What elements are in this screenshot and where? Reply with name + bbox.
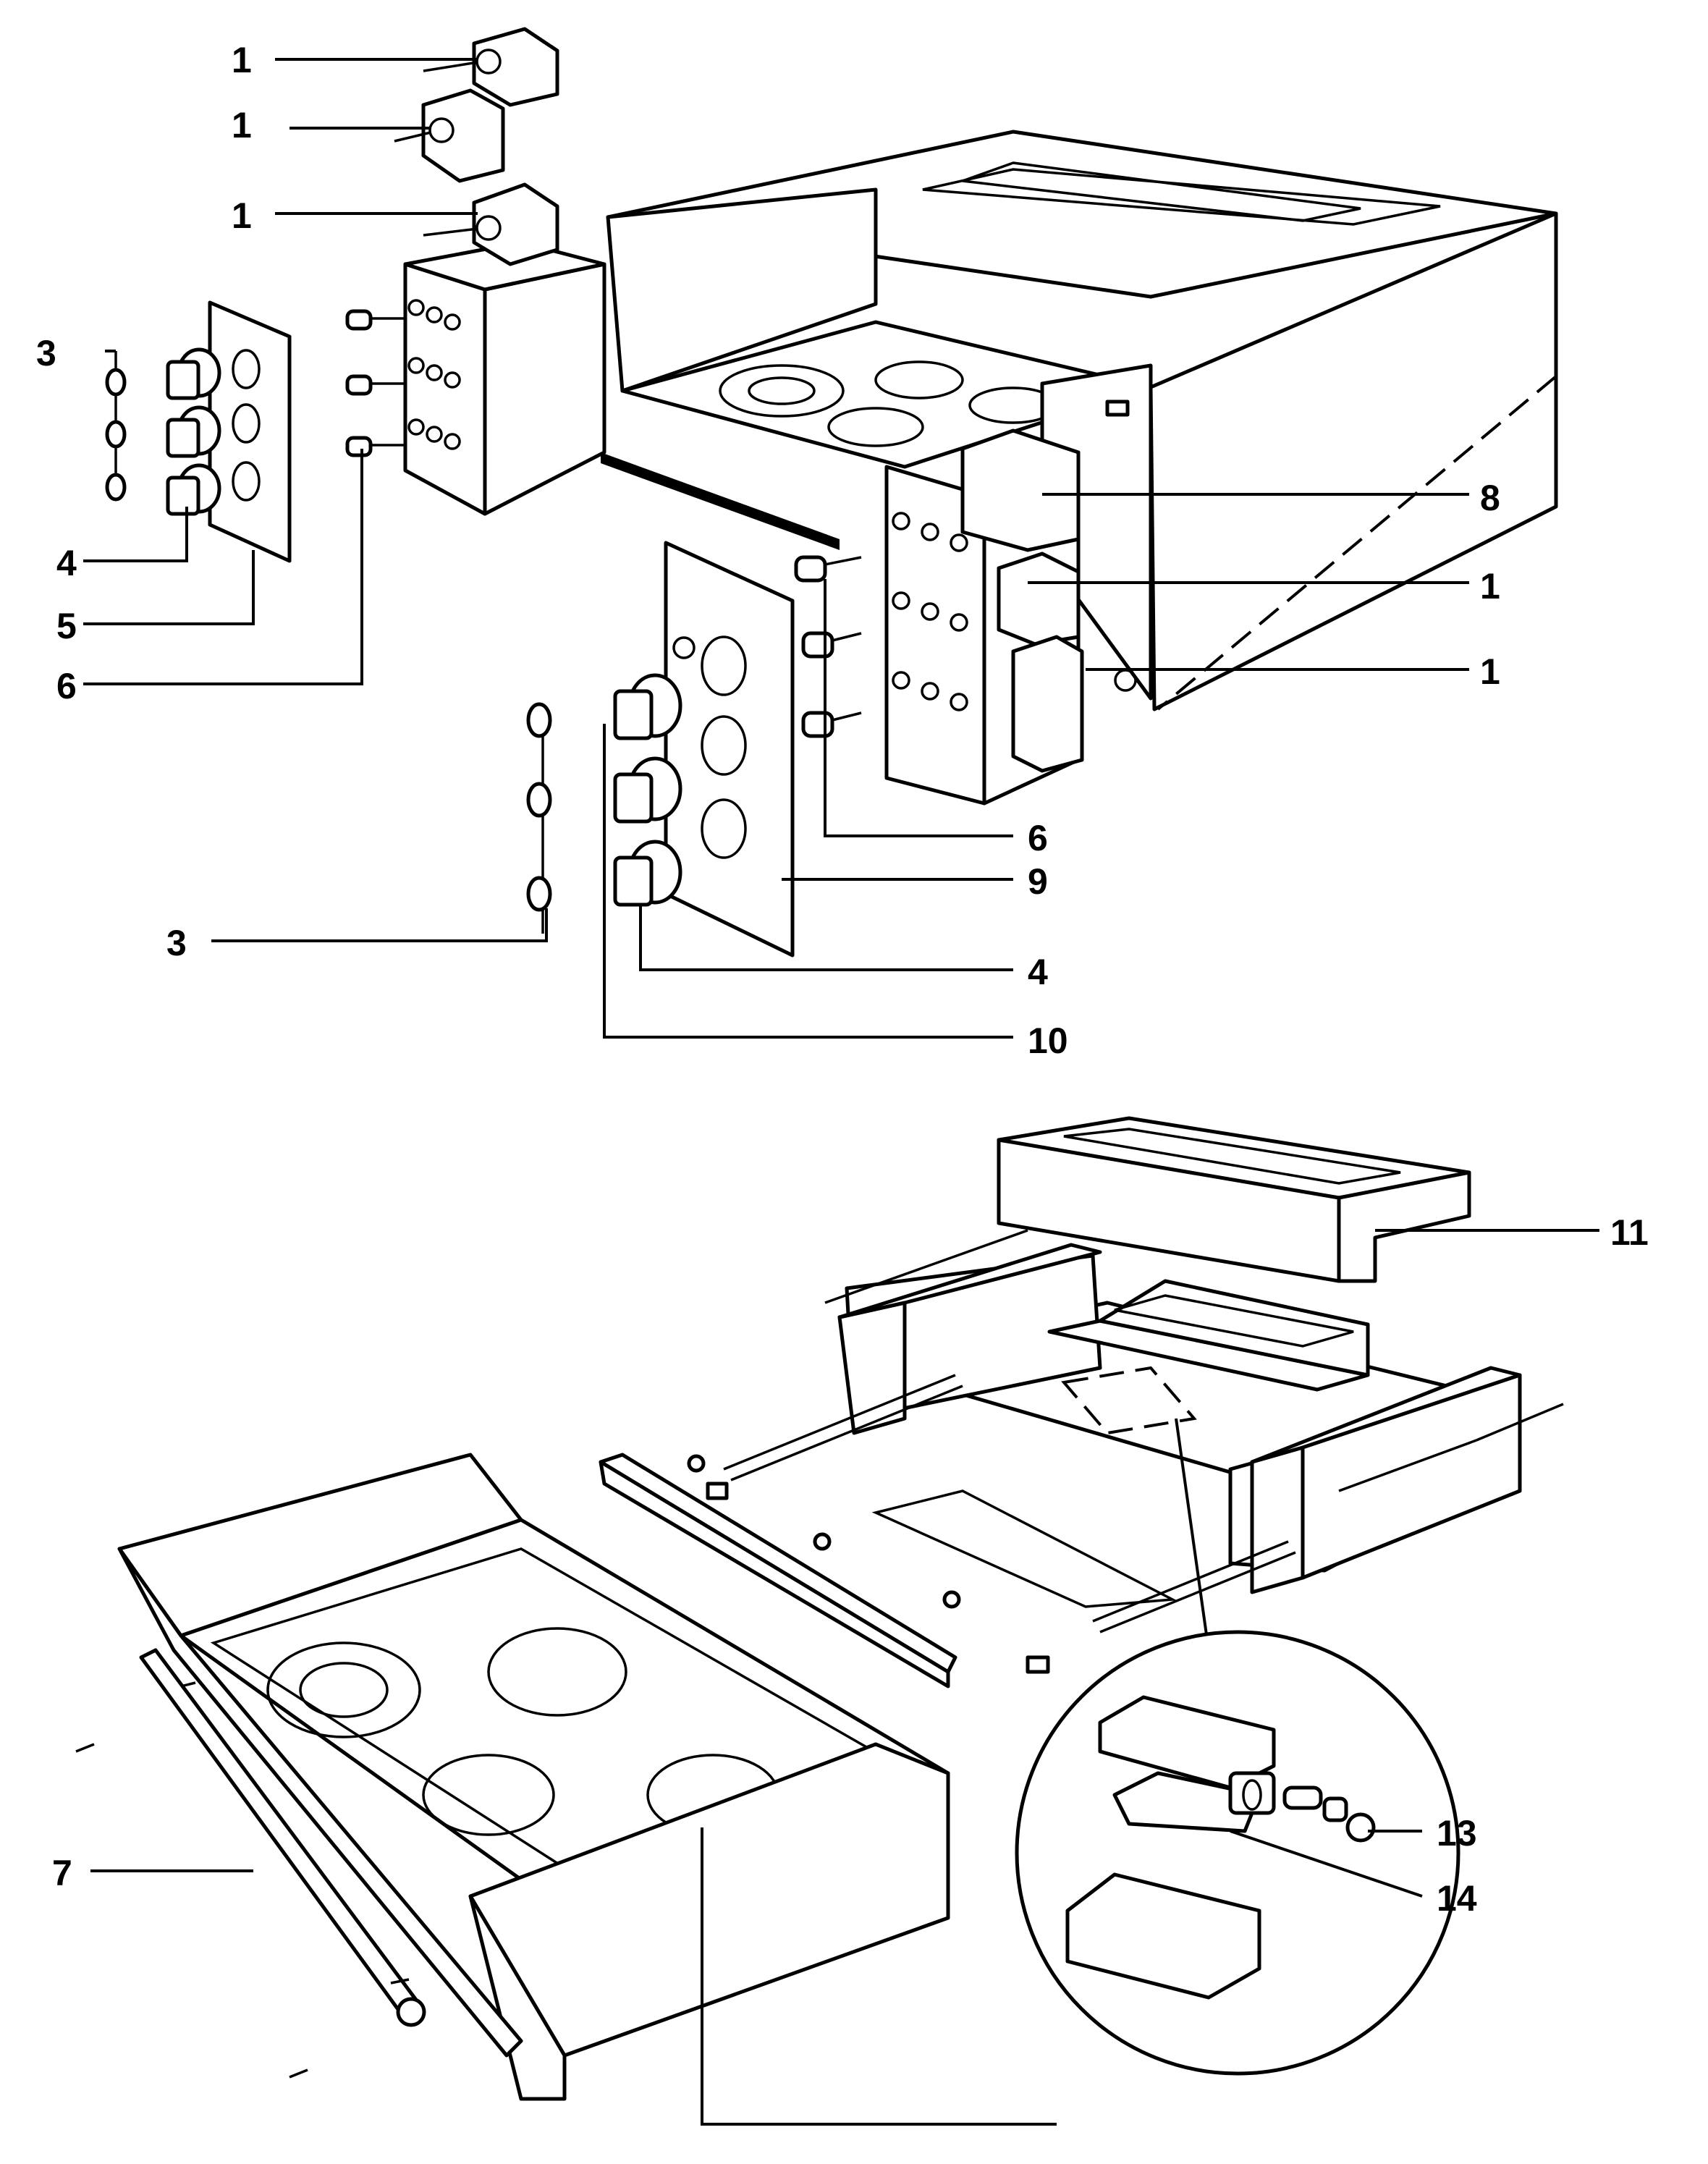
energy-regulator-top-1 (423, 27, 559, 107)
right-knob-rings (526, 702, 552, 934)
callout-label: 3 (36, 333, 56, 373)
right-regulator-bottom (1011, 635, 1084, 773)
left-spindle-extensions (345, 309, 405, 457)
hob-top-tray (117, 1453, 950, 2101)
callout-label: 8 (1480, 478, 1500, 518)
callout-label: 9 (1028, 861, 1048, 902)
right-regulator-mid (997, 551, 1081, 646)
callout-label: 10 (1028, 1020, 1068, 1061)
left-switch-box (403, 240, 606, 516)
callout-label: 5 (56, 606, 77, 646)
callout-label: 11 (1610, 1212, 1649, 1253)
callout-label: 4 (56, 543, 77, 583)
callout-label: 6 (56, 666, 77, 706)
right-spindle-extensions (794, 555, 862, 738)
callout-label: 1 (1480, 566, 1500, 606)
inset-detail (1015, 1630, 1460, 2076)
base-frame (723, 1229, 1564, 1651)
right-knobs (613, 673, 682, 907)
front-trim-strip (599, 1453, 957, 1688)
energy-regulator-top-3 (423, 182, 559, 266)
right-control-panel (664, 541, 795, 958)
left-knobs (166, 347, 221, 516)
callout-label: 1 (232, 195, 252, 236)
callout-label: 1 (232, 105, 252, 145)
handle-rod (139, 1648, 426, 2027)
hob-lid (997, 1116, 1471, 1283)
leader-lines (83, 58, 1599, 2126)
callout-label: 4 (1028, 952, 1048, 992)
left-control-panel (208, 300, 292, 563)
callout-label: 3 (166, 923, 187, 963)
fixing-screws (75, 1454, 1050, 2079)
left-knob-rings (105, 351, 127, 502)
callout-label: 1 (1480, 651, 1500, 692)
callout-label: 6 (1028, 818, 1048, 858)
callout-label: 1 (232, 40, 252, 80)
callout-label: 13 (1437, 1813, 1477, 1854)
callout-label: 14 (1437, 1878, 1477, 1919)
right-regulator-top (960, 428, 1081, 552)
energy-regulator-top-2 (394, 88, 505, 183)
callout-label: 7 (52, 1853, 72, 1893)
